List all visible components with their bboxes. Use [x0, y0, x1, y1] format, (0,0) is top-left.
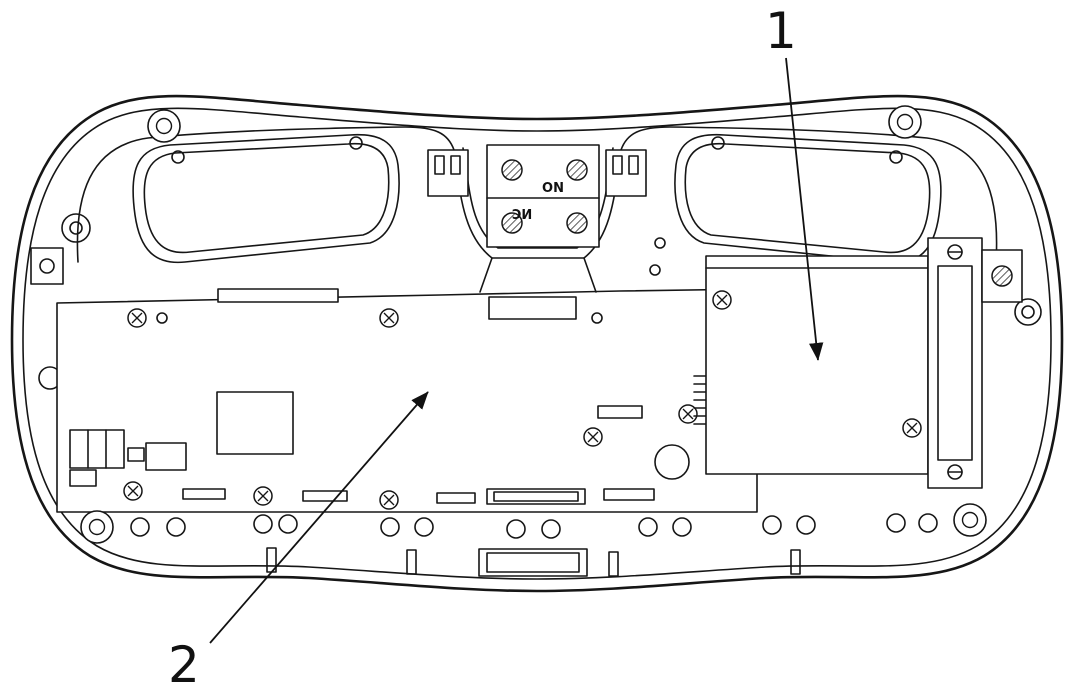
screw-icon [379, 308, 399, 328]
bottom-edge-pads [182, 488, 655, 505]
callout-1: 1 [765, 2, 824, 361]
housing-inner-outline [22, 107, 1052, 580]
screw-icon [712, 290, 732, 310]
smd-component [597, 405, 643, 419]
mounting-hole-row [80, 503, 987, 544]
switch-on-label: ON [542, 181, 564, 196]
connector-right-of-switch [605, 149, 647, 197]
screw-icon [379, 490, 399, 510]
screw-icon [902, 418, 922, 438]
board-hole [156, 312, 168, 324]
component-module [693, 255, 929, 475]
callout-1-arrow [785, 57, 824, 361]
hatched-screw-icon [566, 159, 588, 181]
board-connector [488, 296, 577, 320]
buzzer [654, 444, 690, 480]
board-hole [591, 312, 603, 324]
left-side-tab [30, 247, 64, 285]
callout-2-arrow [209, 391, 429, 644]
locating-hole [649, 264, 661, 276]
hatched-screw-icon [991, 265, 1013, 287]
ic-chip [216, 391, 294, 455]
callout-2: 2 [168, 391, 429, 689]
pcb-top-notch [217, 288, 339, 303]
switch-block: ON NC [486, 144, 600, 248]
screw-boss-right-side [1014, 298, 1042, 326]
right-bracket [927, 237, 983, 489]
screw-icon [123, 481, 143, 501]
screw-icon [127, 308, 147, 328]
locating-hole [654, 237, 666, 249]
screw-boss-top-left [147, 109, 181, 143]
callout-1-label: 1 [765, 2, 797, 60]
left-opening [132, 133, 400, 264]
screw-boss-bottom-left [80, 510, 114, 544]
screw-boss-top-right [888, 105, 922, 139]
bottom-flange-features [266, 547, 801, 577]
callout-2-label: 2 [168, 636, 200, 689]
screw-icon [253, 486, 273, 506]
housing-shell [10, 94, 1064, 593]
connector-left-of-switch [427, 149, 469, 197]
right-mount-piece [981, 249, 1023, 303]
component-cluster-left [69, 429, 187, 487]
screw-boss-left-side [61, 213, 91, 243]
housing-outer-outline [10, 94, 1064, 593]
hatched-screw-icon [566, 212, 588, 234]
right-opening [674, 133, 942, 264]
screw-boss-bottom-right [953, 503, 987, 537]
pcb [56, 257, 758, 513]
screw-icon [583, 427, 603, 447]
hatched-screw-icon [501, 159, 523, 181]
top-gasket-line [76, 126, 998, 263]
module-body [705, 255, 929, 475]
switch-nc-label-mirrored: NC [512, 208, 532, 223]
